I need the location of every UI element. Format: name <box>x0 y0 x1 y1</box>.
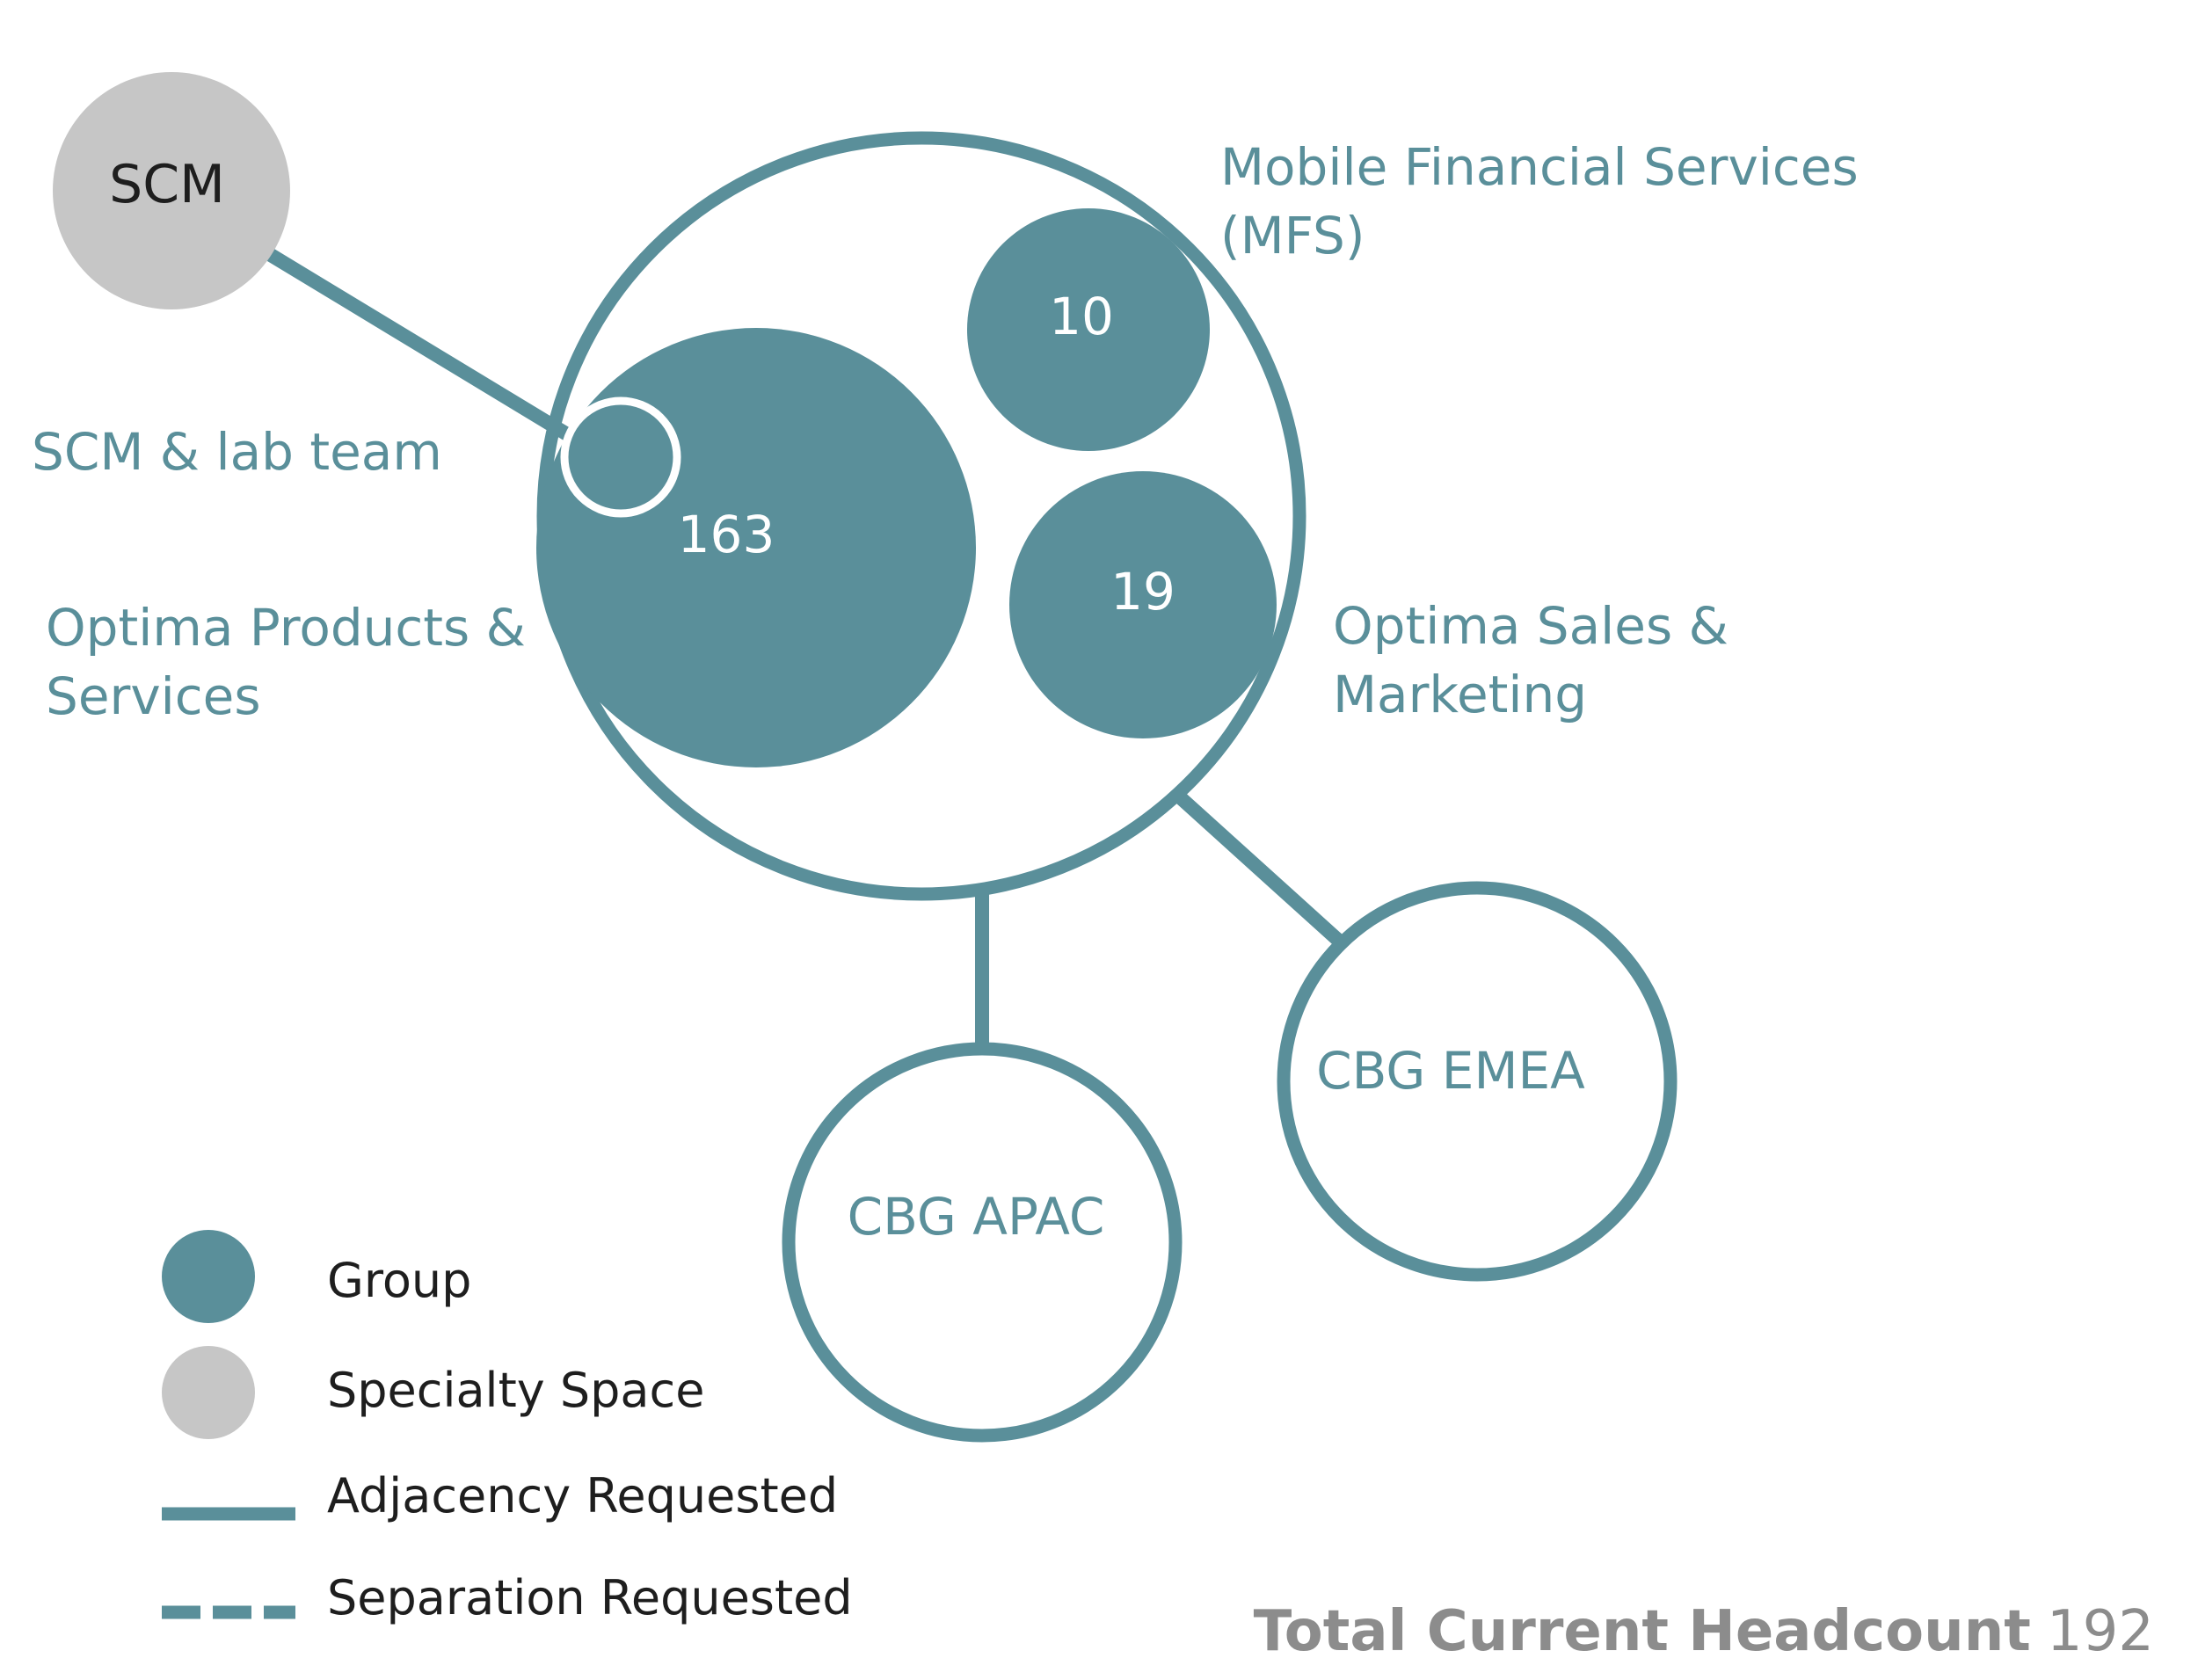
mfs-label-line1: Mobile Financial Services <box>1220 137 1859 197</box>
scm-label: SCM <box>109 154 225 215</box>
legend-group-swatch <box>162 1230 255 1323</box>
adjacency-line-scm <box>262 246 571 440</box>
adjacency-line-cbg-emea <box>1173 790 1347 949</box>
mfs-label-line2: (MFS) <box>1220 206 1365 265</box>
cbg-emea-circle <box>1277 881 1678 1282</box>
cbg-apac-label: CBG APAC <box>848 1187 1105 1247</box>
legend-specialty-swatch <box>162 1346 255 1439</box>
optima-sales-label-line2: Marketing <box>1333 665 1587 724</box>
legend-adjacency-label: Adjacency Requested <box>327 1468 838 1524</box>
optima-sales-count: 19 <box>1110 562 1175 622</box>
optima-sales-circle <box>1009 471 1277 738</box>
optima-products-label-line1: Optima Products & <box>46 598 526 658</box>
legend-specialty-label: Specialty Space <box>327 1363 704 1418</box>
scm-lab-team-label: SCM & lab team <box>32 422 442 482</box>
total-headcount-label: Total Current Headcount <box>1254 1599 2031 1664</box>
cbg-emea-label: CBG EMEA <box>1316 1041 1585 1101</box>
optima-products-label-line2: Services <box>46 666 261 726</box>
mfs-count: 10 <box>1049 287 1114 346</box>
legend-group-label: Group <box>327 1253 471 1308</box>
optima-sales-label-line1: Optima Sales & <box>1333 596 1729 656</box>
scm-lab-team-circle <box>560 396 681 518</box>
total-headcount-value: 192 <box>2047 1599 2154 1664</box>
mfs-circle <box>967 208 1210 451</box>
cbg-apac-circle <box>782 1042 1183 1443</box>
legend-separation-label: Separation Requested <box>327 1570 853 1625</box>
legend: Group Specialty Space Adjacency Requeste… <box>162 1230 853 1625</box>
optima-products-count: 163 <box>678 505 775 564</box>
scm-specialty-circle <box>53 72 290 309</box>
